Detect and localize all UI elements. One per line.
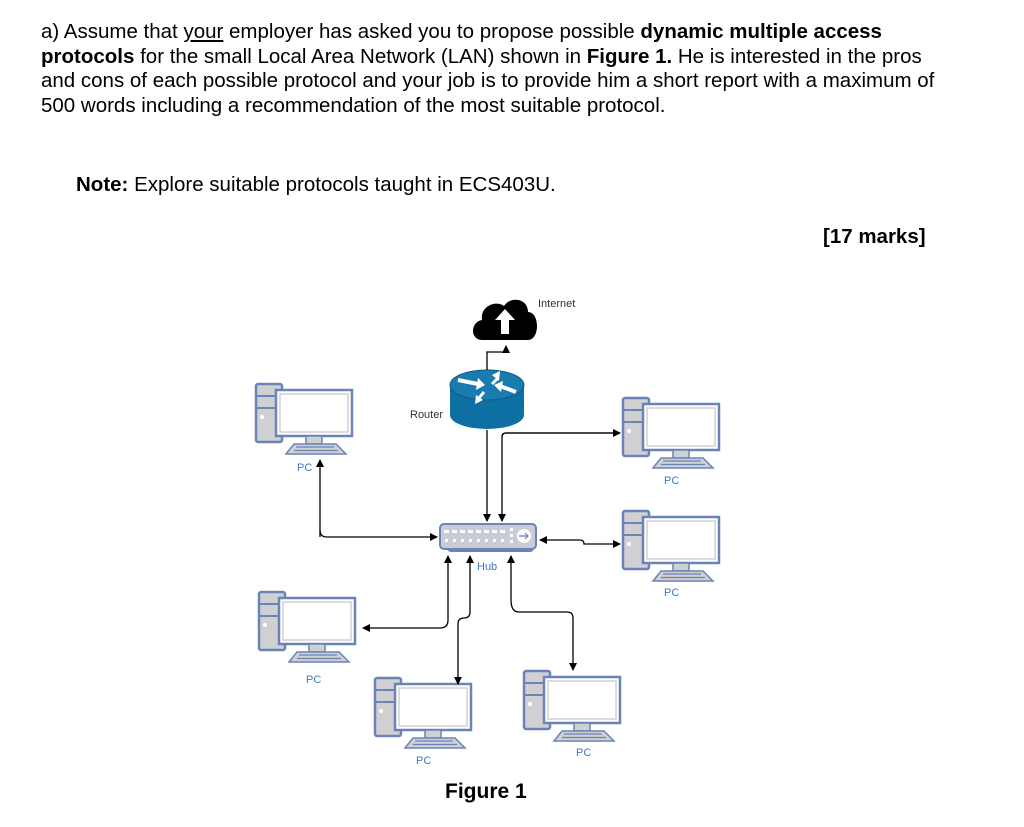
pc-label: PC — [416, 755, 431, 767]
hub-icon — [439, 523, 537, 552]
link-hub-pc-top-left — [319, 529, 438, 541]
figure-reference: Figure 1. — [586, 44, 673, 68]
link-hub-pc-bottom-center — [454, 611, 471, 685]
pc-label: PC — [297, 462, 312, 474]
router-icon — [449, 369, 525, 429]
note-text: Explore suitable protocols taught in ECS… — [128, 173, 556, 196]
link-router-internet — [486, 345, 510, 370]
figure-caption: Figure 1 — [445, 780, 527, 803]
pc-label: PC — [306, 674, 321, 686]
link-hub-pc-right-top — [498, 432, 620, 522]
router-label: Router — [410, 409, 443, 421]
internet-label: Internet — [538, 298, 575, 310]
hub-label: Hub — [477, 561, 497, 573]
question-text: a) Assume that — [41, 20, 184, 43]
pc-icon-left-bottom — [257, 590, 357, 664]
pc-label: PC — [664, 587, 679, 599]
question-text: for the small Local Area Network (LAN) s… — [134, 44, 587, 68]
note-label: Note: — [76, 173, 129, 196]
link-hub-pc-left-bottom — [362, 619, 449, 632]
pc-icon-top-left — [254, 382, 354, 456]
pc-label: PC — [576, 747, 591, 759]
internet-cloud-icon — [473, 299, 537, 340]
link-hub-pc-bottom-right — [510, 599, 577, 671]
question-paragraph: a) Assume that your employer has asked y… — [41, 20, 961, 118]
pc-icon-right-top — [621, 396, 721, 470]
question-text: employer has asked you to propose possib… — [223, 20, 641, 43]
pc-icon-bottom-right — [522, 669, 622, 743]
question-text: He is interested in the pros and cons of… — [41, 44, 935, 117]
link-hub-pc-right-bottom — [579, 539, 621, 548]
pc-label: PC — [664, 475, 679, 487]
bold-term: dynamic multiple access protocols — [41, 20, 882, 68]
marks-label: [17 marks] — [823, 225, 926, 248]
pc-icon-bottom-center — [373, 676, 473, 750]
link-hub-pc-right-top-rev — [501, 429, 621, 438]
pc-icon-right-bottom — [621, 509, 721, 583]
note: Note: Explore suitable protocols taught … — [76, 173, 556, 197]
underlined-word: your — [183, 20, 224, 43]
